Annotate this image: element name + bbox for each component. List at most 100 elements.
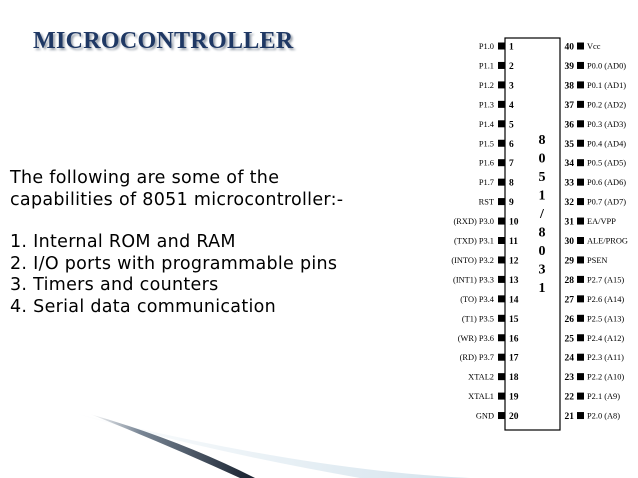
pin-7: P1.6 7 [479, 159, 514, 170]
pin-number: 7 [509, 159, 514, 169]
pin-marker [577, 217, 584, 225]
intro-line-2: capabilities of 8051 microcontroller:- [10, 189, 344, 210]
pin-number: 27 [565, 295, 575, 305]
pin-37: 37 P0.2 (AD2) [565, 100, 627, 111]
pin-marker [498, 61, 505, 69]
pin-label: (T1) P3.5 [462, 314, 494, 323]
pin-marker [577, 178, 584, 186]
pin-label: (TXD) P3.1 [454, 237, 494, 246]
chip-body [504, 37, 561, 431]
pin-marker [577, 198, 584, 206]
pin-marker [577, 81, 584, 89]
pin-number: 17 [509, 354, 519, 364]
pin-number: 28 [565, 276, 575, 286]
pin-15: (T1) P3.5 15 [462, 314, 519, 325]
pin-marker [498, 139, 505, 147]
pin-label: P0.6 (AD6) [587, 178, 626, 187]
body-text: The following are some of the capabiliti… [10, 168, 430, 318]
pin-label: XTAL1 [468, 392, 494, 401]
pin-label: (RD) P3.7 [460, 353, 494, 362]
pin-marker [577, 139, 584, 147]
pin-number: 16 [509, 334, 519, 344]
capability-item: 3. Timers and counters [10, 275, 219, 295]
pin-marker [577, 100, 584, 108]
pin-marker [498, 334, 505, 342]
pin-marker [498, 178, 505, 186]
pin-marker [577, 392, 584, 400]
pin-number: 9 [509, 198, 514, 208]
pin-33: 33 P0.6 (AD6) [565, 178, 627, 189]
pin-marker [498, 295, 505, 303]
chip-name-char: 5 [539, 170, 546, 185]
pin-number: 13 [509, 276, 519, 286]
pin-number: 10 [509, 218, 519, 228]
pin-label: (INTO) P3.2 [451, 256, 494, 265]
chip-name-char: / [539, 207, 545, 222]
pin-number: 37 [565, 101, 575, 111]
pin-marker [577, 412, 584, 420]
pin-label: P2.4 (A12) [587, 334, 624, 343]
pin-number: 35 [565, 140, 575, 150]
pin-label: P0.7 (AD7) [587, 198, 626, 207]
pin-label: P0.2 (AD2) [587, 100, 626, 109]
pin-label: Vcc [587, 42, 601, 51]
pin-label: P2.6 (A14) [587, 295, 624, 304]
pin-label: EA/VPP [587, 217, 616, 226]
pin-label: P1.5 [479, 139, 494, 148]
pin-number: 36 [565, 120, 575, 130]
pin-label: P2.3 (A11) [587, 353, 624, 362]
pin-number: 24 [565, 354, 575, 364]
pin-number: 15 [509, 315, 519, 325]
chip-name-char: 8 [539, 133, 546, 148]
pin-number: 3 [509, 81, 514, 91]
pin-number: 6 [509, 140, 514, 150]
pin-number: 34 [565, 159, 575, 169]
pin-marker [498, 256, 505, 264]
pin-marker [577, 159, 584, 167]
pin-number: 19 [509, 393, 519, 403]
pin-number: 39 [565, 62, 575, 72]
pin-marker [498, 314, 505, 322]
pin-label: P1.1 [479, 61, 494, 70]
pin-number: 26 [565, 315, 575, 325]
pin-number: 18 [509, 373, 519, 383]
chip-name-char: 1 [539, 281, 546, 296]
pin-21: 21 P2.0 (A8) [565, 412, 621, 423]
pin-marker [577, 275, 584, 283]
chip-name-char: 3 [539, 263, 546, 278]
pin-number: 40 [565, 43, 575, 53]
pin-marker [498, 159, 505, 167]
pin-number: 25 [565, 334, 575, 344]
pin-25: 25 P2.4 (A12) [565, 334, 625, 345]
pin-3: P1.2 3 [479, 81, 514, 92]
pin-marker [577, 61, 584, 69]
pin-number: 38 [565, 81, 575, 91]
pin-label: P0.5 (AD5) [587, 159, 626, 168]
pin-17: (RD) P3.7 17 [460, 353, 519, 364]
pin-label: (TO) P3.4 [460, 295, 495, 304]
pin-label: P1.2 [479, 81, 494, 90]
decorative-swoosh [70, 412, 470, 478]
pin-number: 33 [565, 179, 575, 189]
pin-label: P2.0 (A8) [587, 412, 620, 421]
pin-label: P1.6 [479, 159, 494, 168]
pin-6: P1.5 6 [479, 139, 514, 150]
pin-marker [498, 237, 505, 244]
pin-number: 21 [565, 412, 575, 422]
pin-label: P0.0 (AD0) [587, 61, 626, 70]
pin-number: 2 [509, 62, 514, 72]
